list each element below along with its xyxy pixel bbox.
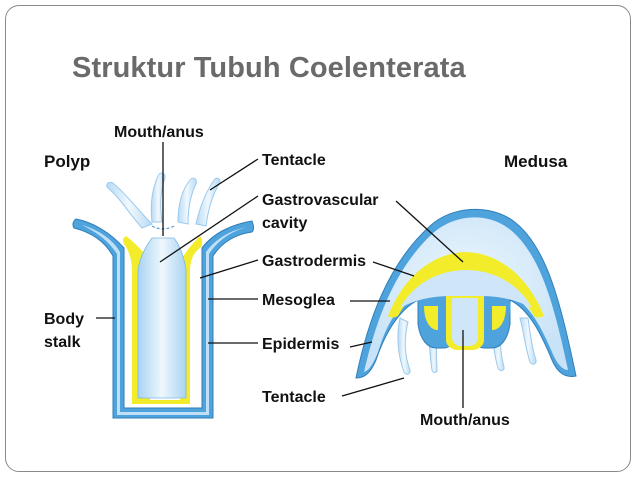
label-tentacle-top: Tentacle [262, 152, 326, 169]
polyp-cavity [137, 237, 187, 399]
label-epidermis: Epidermis [262, 336, 339, 353]
medusa-illustration [355, 208, 577, 379]
leader-lines [96, 142, 464, 408]
label-mouth-anus-bottom: Mouth/anus [420, 412, 510, 429]
label-mesoglea: Mesoglea [262, 292, 335, 309]
label-tentacle-bottom: Tentacle [262, 389, 326, 406]
label-gastrodermis: Gastrodermis [262, 253, 366, 270]
label-stalk: stalk [44, 334, 81, 351]
label-cavity: cavity [262, 215, 307, 232]
polyp-illustration [72, 172, 254, 419]
polyp-heading: Polyp [44, 152, 90, 171]
slide-title: Struktur Tubuh Coelenterata [72, 52, 466, 84]
medusa-gastrodermis [388, 252, 544, 318]
label-body: Body [44, 311, 84, 328]
label-mouth-anus-top: Mouth/anus [114, 124, 204, 141]
medusa-heading: Medusa [504, 152, 568, 171]
medusa-cavity [400, 270, 532, 308]
label-gastrovascular: Gastrovascular [262, 192, 379, 209]
